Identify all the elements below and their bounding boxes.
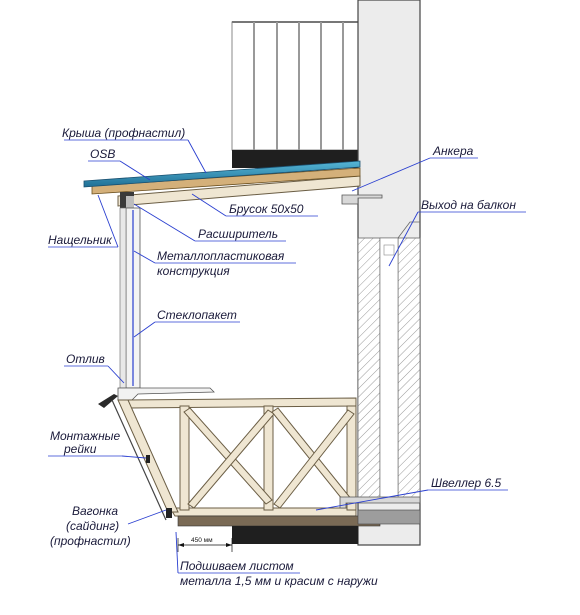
dimension-450: 450 мм xyxy=(177,537,233,552)
dimension-label: 450 мм xyxy=(191,537,213,544)
leader-lines xyxy=(48,139,526,574)
label-extender: Расширитель xyxy=(198,227,278,241)
label-cladding-line2: (сайдинг) xyxy=(66,519,119,533)
channel-beam xyxy=(339,496,421,509)
label-mount-rails-line2: рейки xyxy=(63,442,97,456)
label-anchors: Анкера xyxy=(432,144,474,158)
building-wall xyxy=(357,0,421,546)
label-cladding-line1: Вагонка xyxy=(72,504,118,518)
floor-slab xyxy=(177,509,421,544)
label-bottom-line1: Подшиваем листом xyxy=(180,559,294,573)
label-cladding-line3: (профнастил) xyxy=(50,534,131,548)
drip-sill xyxy=(117,387,215,401)
bottom-chord xyxy=(169,507,357,517)
osb-board xyxy=(91,167,361,195)
top-chord xyxy=(118,397,357,409)
anchor-bracket xyxy=(341,194,383,205)
window-frame xyxy=(119,207,141,389)
label-drip: Отлив xyxy=(66,352,105,366)
roof-beam xyxy=(117,175,361,207)
label-metal-plastic-line1: Металлопластиковая xyxy=(157,249,285,263)
label-metal-plastic-line2: конструкция xyxy=(157,264,230,278)
roof-profiled-sheet xyxy=(83,160,361,188)
label-beam: Брусок 50х50 xyxy=(229,202,304,216)
label-glass: Стеклопакет xyxy=(157,308,237,322)
truss-frame xyxy=(111,397,357,521)
label-bottom-line2: металла 1,5 мм и красим с наружи xyxy=(180,574,378,588)
label-osb: OSB xyxy=(90,147,115,161)
label-roof: Крыша (профнастил) xyxy=(62,126,185,140)
roof-assembly xyxy=(83,160,361,208)
label-channel: Швеллер 6.5 xyxy=(431,476,502,490)
label-balcony-exit: Выход на балкон xyxy=(421,198,516,212)
upper-balcony-railing xyxy=(231,21,361,151)
label-trim: Нащельник xyxy=(48,233,113,247)
label-mount-rails-line1: Монтажные xyxy=(50,429,120,443)
